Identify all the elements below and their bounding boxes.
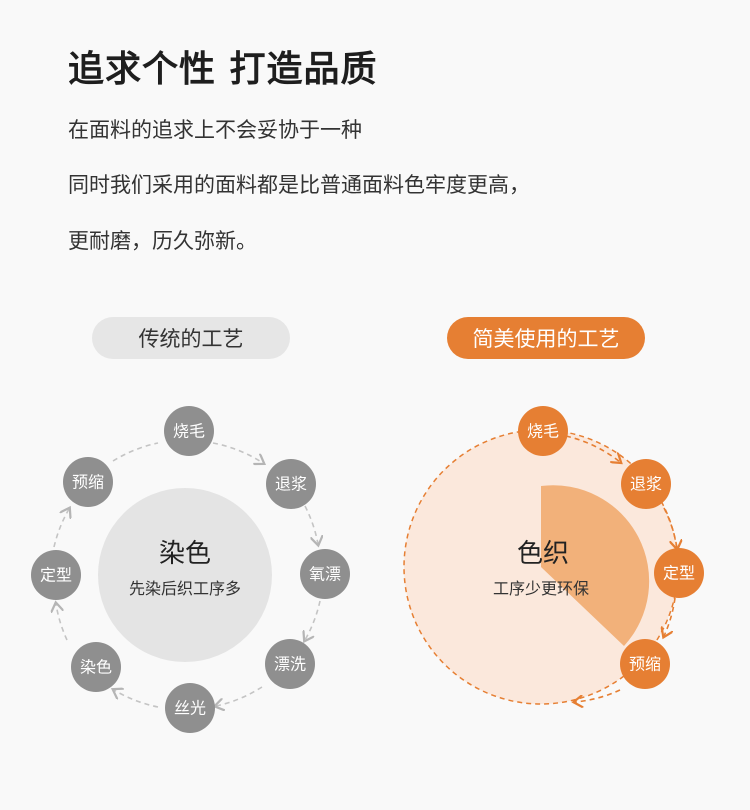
step-node: 预缩 — [620, 639, 670, 689]
cycle-arrow — [304, 505, 318, 544]
svg-text:退浆: 退浆 — [275, 475, 307, 494]
step-node: 烧毛 — [164, 406, 214, 456]
jianmei-center-title: 色织 — [517, 539, 569, 569]
cycle-arrow — [575, 689, 621, 702]
svg-text:退浆: 退浆 — [630, 475, 662, 494]
svg-text:丝光: 丝光 — [174, 699, 206, 718]
page-title: 追求个性 打造品质 — [68, 49, 378, 90]
jianmei-cycle: 烧毛 退浆 定型 预缩 色织 工序少更环保 — [403, 406, 704, 704]
step-node: 退浆 — [621, 459, 671, 509]
cycle-arrow — [212, 442, 263, 463]
jianmei-process-label: 简美使用的工艺 — [447, 317, 645, 359]
cycle-arrow — [664, 597, 676, 636]
svg-text:氧漂: 氧漂 — [309, 565, 341, 584]
traditional-center-circle — [98, 488, 272, 662]
step-node: 定型 — [31, 550, 81, 600]
svg-text:染色: 染色 — [80, 658, 112, 677]
svg-text:烧毛: 烧毛 — [173, 422, 205, 441]
intro-line-3: 更耐磨，历久弥新。 — [68, 229, 257, 253]
traditional-cycle: 烧毛 退浆 氧漂 漂洗 丝光 染色 定型 预缩 染色 先染后织工序多 — [31, 406, 350, 733]
svg-text:预缩: 预缩 — [72, 473, 104, 492]
jianmei-sector — [541, 485, 650, 646]
svg-text:预缩: 预缩 — [629, 655, 661, 674]
traditional-center-title: 染色 — [159, 539, 211, 569]
cycle-arrow — [216, 686, 263, 706]
svg-text:漂洗: 漂洗 — [274, 655, 306, 674]
intro-line-2: 同时我们采用的面料都是比普通面料色牢度更高， — [68, 173, 530, 197]
jianmei-center-subtitle: 工序少更环保 — [493, 579, 589, 598]
step-node: 氧漂 — [300, 549, 350, 599]
cycle-arrow — [112, 442, 159, 462]
cycle-arrow — [565, 435, 620, 462]
step-node: 漂洗 — [265, 639, 315, 689]
traditional-center-subtitle: 先染后织工序多 — [129, 579, 241, 598]
cycle-arrow — [663, 507, 677, 548]
traditional-process-label: 传统的工艺 — [92, 317, 290, 359]
svg-text:定型: 定型 — [663, 564, 695, 583]
step-node: 丝光 — [165, 683, 215, 733]
cycle-arrow — [56, 604, 68, 641]
step-node: 预缩 — [63, 457, 113, 507]
svg-text:烧毛: 烧毛 — [527, 422, 559, 441]
svg-text:定型: 定型 — [40, 566, 72, 585]
step-node: 染色 — [71, 642, 121, 692]
cycle-arrow — [305, 600, 321, 640]
cycle-arrow — [114, 690, 159, 708]
step-node: 退浆 — [266, 459, 316, 509]
step-node: 烧毛 — [518, 406, 568, 456]
cycle-arrow — [53, 509, 69, 548]
step-node: 定型 — [654, 548, 704, 598]
intro-line-1: 在面料的追求上不会妥协于一种 — [68, 118, 362, 142]
